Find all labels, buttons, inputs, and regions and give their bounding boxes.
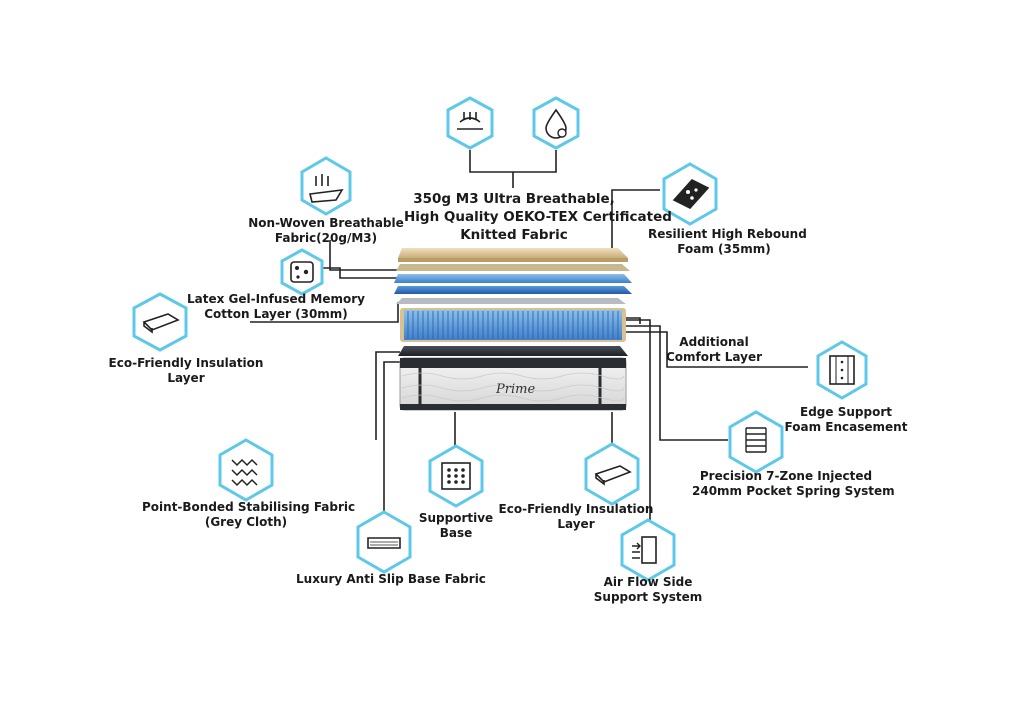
air-flow-icon bbox=[620, 518, 676, 582]
layer-non-woven bbox=[396, 264, 630, 271]
layer-insulation bbox=[396, 298, 626, 304]
non-woven-fabric-icon bbox=[300, 156, 352, 216]
mattress-stack bbox=[394, 248, 632, 411]
mattress-brand-label: Prime bbox=[496, 382, 536, 397]
supportive-base-icon bbox=[428, 444, 484, 508]
insulation-pad-icon bbox=[132, 292, 188, 352]
point-bonded-fabric-icon bbox=[218, 438, 274, 502]
label-latex-gel-layer: Latex Gel-Infused Memory Cotton Layer (3… bbox=[186, 292, 365, 321]
label-eco-insulation-left: Eco-Friendly Insulation Layer bbox=[108, 356, 264, 385]
layer-stabilising-fabric bbox=[398, 346, 628, 356]
label-point-bonded-fabric: Point-Bonded Stabilising Fabric (Grey Cl… bbox=[142, 500, 356, 529]
label-air-flow-support: Air Flow Side Support System bbox=[593, 575, 703, 604]
pocket-spring-icon bbox=[728, 410, 784, 474]
label-eco-insulation-right: Eco-Friendly Insulation Layer bbox=[498, 502, 654, 531]
connector-lines bbox=[250, 150, 808, 520]
layer-top-foam-side bbox=[398, 258, 628, 262]
anti-slip-base-icon bbox=[356, 510, 412, 574]
label-non-woven-fabric: Non-Woven Breathable Fabric(20g/M3) bbox=[248, 216, 404, 245]
label-comfort-layer: Additional Comfort Layer bbox=[665, 335, 763, 364]
edge-support-icon bbox=[816, 340, 868, 400]
layer-gel-foam bbox=[394, 274, 632, 283]
label-supportive-base: Supportive Base bbox=[418, 511, 494, 540]
icon-badges bbox=[132, 96, 868, 582]
gel-foam-icon bbox=[280, 248, 324, 296]
eco-insulation-icon bbox=[584, 442, 640, 506]
label-edge-support-foam: Edge Support Foam Encasement bbox=[784, 405, 908, 434]
label-anti-slip-base: Luxury Anti Slip Base Fabric bbox=[296, 572, 486, 586]
mattress-cover bbox=[399, 357, 627, 411]
label-pocket-spring-system: Precision 7-Zone Injected 240mm Pocket S… bbox=[692, 469, 895, 498]
moisture-drop-icon bbox=[532, 96, 580, 150]
layer-pocket-spring bbox=[400, 308, 626, 342]
rebound-foam-icon bbox=[662, 162, 718, 226]
layer-memory-foam bbox=[394, 286, 632, 294]
breathable-fabric-icon bbox=[446, 96, 494, 150]
layer-top-foam bbox=[398, 248, 628, 258]
label-top-fabric: 350g M3 Ultra Breathable, High Quality O… bbox=[404, 191, 672, 243]
label-resilient-foam: Resilient High Rebound Foam (35mm) bbox=[648, 227, 807, 256]
